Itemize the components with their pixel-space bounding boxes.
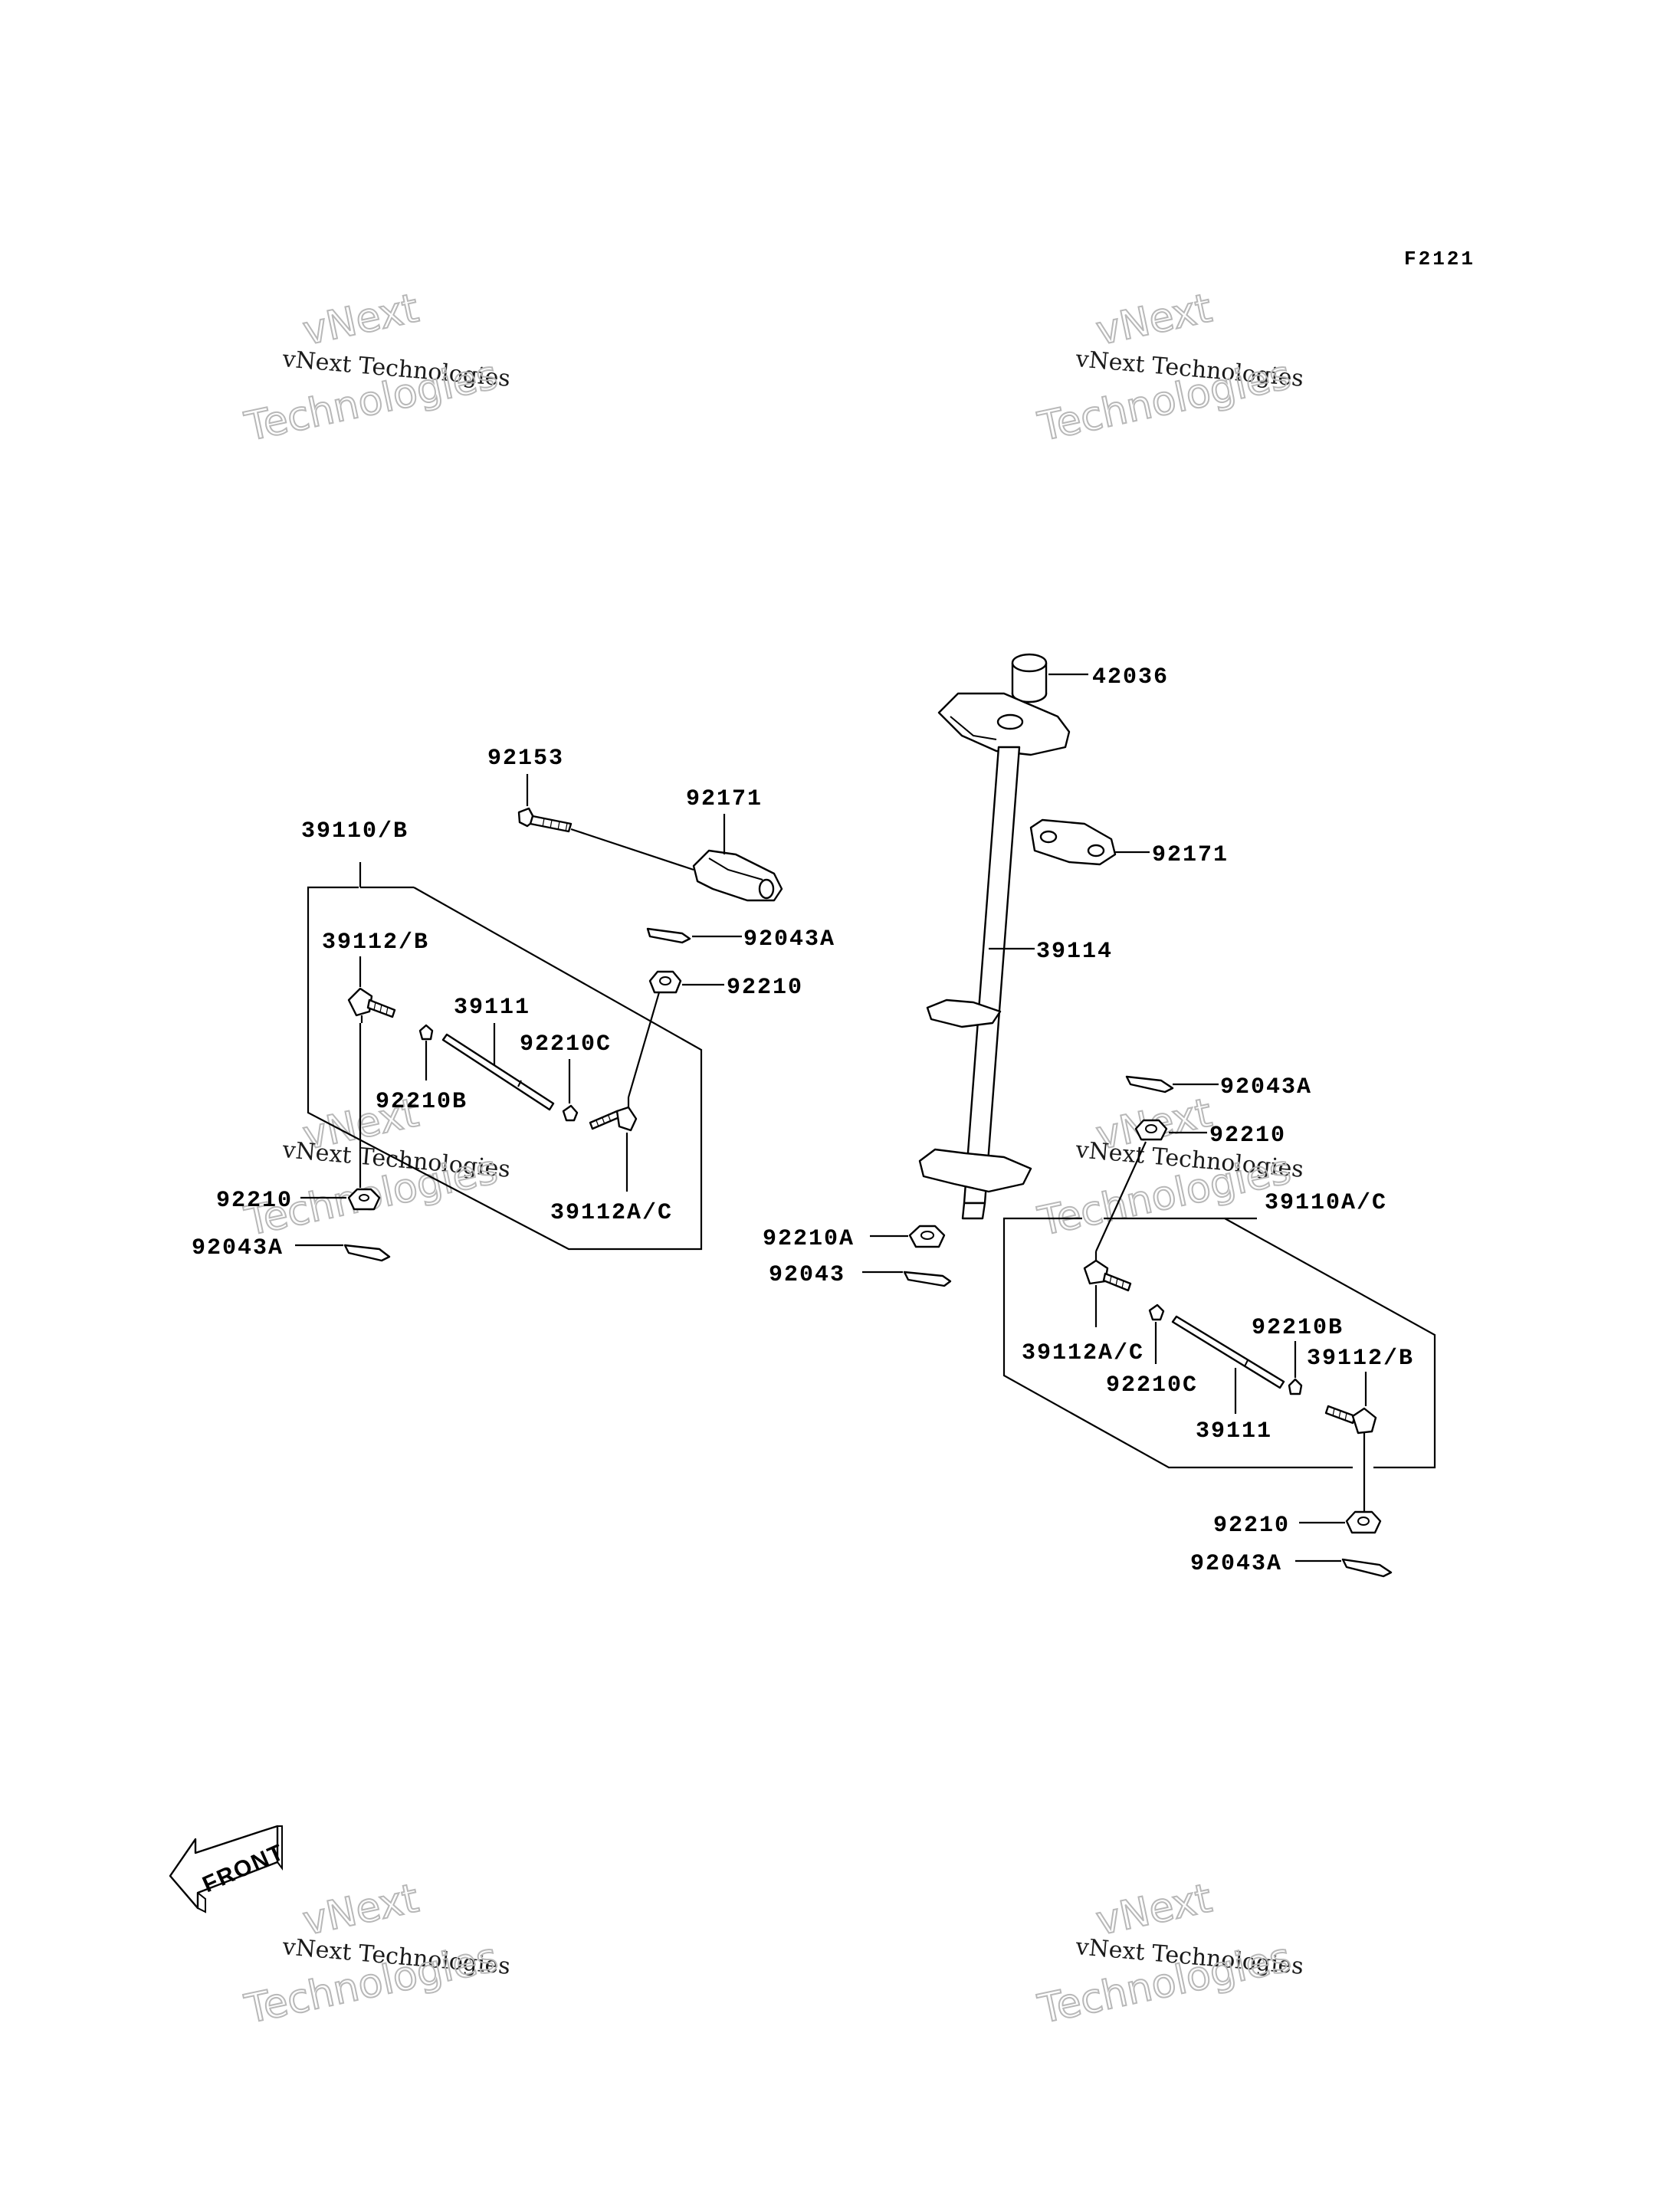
- label-92210-right: 92210: [1209, 1123, 1286, 1149]
- watermark-top-left: vNext vNext Technologies Technologies: [240, 284, 511, 451]
- nut-92210B-right: [1288, 1378, 1303, 1395]
- tie-rod-39111-left: [441, 1033, 555, 1111]
- cotter-pin-92043A-right: [1125, 1075, 1174, 1094]
- bushing-42036: [1011, 653, 1048, 703]
- cotter-pin-92043A-left: [343, 1244, 391, 1262]
- label-92153: 92153: [487, 746, 564, 772]
- holder-bolt-group-left: 92153 92171 92043A 92210: [487, 746, 835, 1001]
- label-39111-right: 39111: [1196, 1418, 1272, 1444]
- label-92043A-right: 92043A: [1220, 1074, 1312, 1100]
- label-92210C-right: 92210C: [1106, 1372, 1198, 1399]
- front-direction-arrow: FRONT: [169, 1825, 288, 1913]
- tie-rod-39111-right: [1171, 1315, 1285, 1389]
- watermark-word-vnext: vNext: [299, 1875, 422, 1944]
- nut-92210-bottom: [1345, 1510, 1382, 1534]
- watermark-bottom-right: vNext vNext Technologies Technologies: [1033, 1874, 1304, 2033]
- tie-rod-assembly-right: 92043A 92210 39110A/C 39112A/C 92210C: [1002, 1074, 1436, 1578]
- nut-92210A: [908, 1225, 946, 1248]
- label-92210B-left: 92210B: [376, 1089, 468, 1115]
- cotter-pin-92043: [903, 1271, 952, 1287]
- watermark-word-vnext: vNext: [1092, 1875, 1216, 1944]
- label-92210-bottom: 92210: [1213, 1513, 1290, 1539]
- label-92171-left: 92171: [686, 786, 763, 812]
- label-39114: 39114: [1036, 939, 1113, 965]
- label-92210-top: 92210: [727, 975, 803, 1001]
- label-92210-left: 92210: [216, 1188, 293, 1214]
- shaft-mid-bracket: [926, 998, 1002, 1028]
- label-39110B: 39110/B: [301, 818, 409, 844]
- tie-rod-end-39112B-left: [347, 987, 396, 1023]
- tie-rod-end-39112AC-left: [589, 1097, 638, 1132]
- holder-92171-right: [1029, 818, 1117, 866]
- label-92210A: 92210A: [763, 1226, 855, 1252]
- label-92043A-left: 92043A: [192, 1235, 284, 1261]
- label-39112AC-right: 39112A/C: [1022, 1340, 1144, 1366]
- nut-92210B-left: [418, 1024, 434, 1041]
- pitman-arm: [918, 1148, 1032, 1193]
- watermark-bottom-left: vNext vNext Technologies Technologies: [240, 1874, 511, 2033]
- watermark-word-vnext: vNext: [1092, 285, 1216, 354]
- bolt-92153: [517, 807, 573, 833]
- steering-shaft-assembly: 42036 39114 92171 92210A: [763, 653, 1229, 1288]
- cotter-pin-92043A-bottom: [1341, 1558, 1393, 1578]
- steering-shaft-39114: [963, 746, 1021, 1205]
- label-92210B-right: 92210B: [1252, 1315, 1344, 1341]
- holder-92171-left: [692, 849, 783, 902]
- label-92043: 92043: [769, 1262, 845, 1288]
- watermark-word-vnext: vNext: [299, 285, 422, 354]
- label-92210C-left: 92210C: [520, 1031, 612, 1058]
- watermark-top-right: vNext vNext Technologies Technologies: [1033, 284, 1304, 451]
- label-39110AC: 39110A/C: [1265, 1190, 1387, 1216]
- tie-rod-end-39112AC-right: [1083, 1251, 1132, 1292]
- label-92171-right: 92171: [1152, 842, 1229, 868]
- watermark-mid-right: vNext vNext Technologies Technologies: [1033, 1089, 1304, 1245]
- label-39112B-right: 39112/B: [1307, 1346, 1414, 1372]
- label-39112B-left: 39112/B: [322, 930, 429, 956]
- nut-92210C-left: [562, 1104, 579, 1122]
- label-42036: 42036: [1092, 664, 1169, 690]
- tie-rod-assembly-left: 39110/B 39112/B 92210B 39111 92210C: [192, 818, 703, 1262]
- label-92043A-bottom: 92043A: [1190, 1551, 1282, 1577]
- label-39111-left: 39111: [454, 995, 530, 1021]
- label-92043A-top: 92043A: [743, 926, 835, 953]
- cotter-pin-92043A-top: [646, 927, 691, 944]
- diagram-code: F2121: [1404, 248, 1475, 271]
- tie-rod-end-39112B-right: [1324, 1405, 1377, 1444]
- nut-92210-top: [648, 970, 682, 994]
- label-39112AC-left: 39112A/C: [550, 1200, 673, 1226]
- nut-92210-left: [347, 1188, 381, 1211]
- nut-92210-right: [1134, 1119, 1168, 1141]
- nut-92210C-right: [1148, 1303, 1165, 1321]
- steering-plate: [937, 692, 1071, 756]
